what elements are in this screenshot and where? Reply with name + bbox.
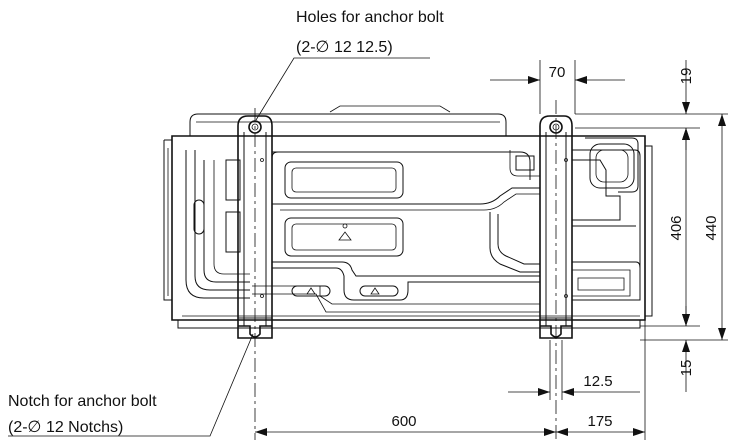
- dimension-hole-width-label: 12.5: [583, 373, 612, 390]
- notch-callout-spec: (2-∅ 12 Notchs): [8, 419, 123, 436]
- holes-callout-spec: (2-∅ 12 12.5): [296, 39, 393, 56]
- dimension-top-offset: 70: [490, 60, 625, 114]
- dimension-outer-height: 440: [703, 114, 726, 340]
- dimension-right-offset: 175: [556, 413, 645, 436]
- dimension-top-gap-label: 19: [678, 68, 695, 85]
- dimension-outer-height-label: 440: [703, 215, 720, 240]
- holes-callout-title: Holes for anchor bolt: [296, 9, 444, 26]
- left-bracket: [237, 115, 273, 339]
- dimension-hole-width: 12.5: [508, 340, 640, 400]
- dimension-bottom-gap: 15: [678, 306, 695, 392]
- center-lines: [254, 100, 557, 440]
- dimension-bolt-pitch: 600: [255, 320, 646, 440]
- dimension-inner-height: 406: [668, 128, 690, 326]
- dimension-right-offset-label: 175: [587, 413, 612, 430]
- unit-inner-channels: [185, 137, 641, 313]
- dimension-inner-height-label: 406: [668, 215, 685, 240]
- holes-callout: Holes for anchor bolt (2-∅ 12 12.5): [255, 9, 444, 121]
- extension-lines-right: [575, 113, 728, 341]
- dimension-bolt-pitch-label: 600: [391, 413, 416, 430]
- dimension-top-offset-label: 70: [549, 64, 566, 81]
- notch-callout-title: Notch for anchor bolt: [8, 393, 157, 410]
- dimension-bottom-gap-label: 15: [678, 360, 695, 377]
- right-bracket: [539, 115, 573, 339]
- notch-callout: Notch for anchor bolt (2-∅ 12 Notchs): [8, 333, 254, 437]
